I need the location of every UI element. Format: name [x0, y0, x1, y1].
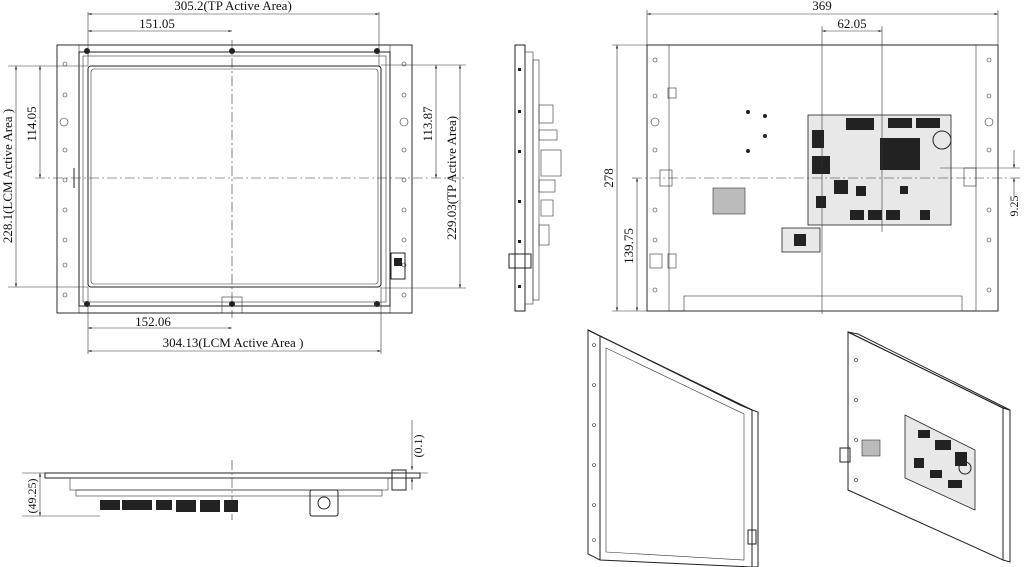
rear-dimensions: 369 62.05 278 139.75 9.25	[601, 0, 1021, 314]
front-dimensions: 305.2(TP Active Area) 151.05 228.1(LCM A…	[0, 0, 466, 354]
depth-gap-label: (0.1)	[411, 435, 425, 458]
lcm-height-label: 228.1(LCM Active Area )	[0, 109, 15, 243]
rear-offset-label: 62.05	[837, 16, 866, 31]
upper-half-right-label: 113.87	[420, 106, 435, 142]
top-half-label: 151.05	[139, 16, 175, 31]
rear-lower-label: 139.75	[621, 228, 636, 264]
lcm-width-label: 304.13(LCM Active Area )	[163, 335, 304, 350]
upper-half-left-label: 114.05	[24, 106, 39, 141]
rear-height-label: 278	[601, 168, 616, 188]
rear-right-label: 9.25	[1007, 196, 1021, 217]
bottom-half-label: 152.06	[135, 314, 171, 329]
iso-front-view	[587, 329, 759, 567]
side-view	[508, 44, 562, 312]
iso-rear-view	[839, 331, 1011, 563]
rear-view	[646, 44, 999, 312]
tp-width-label: 305.2(TP Active Area)	[174, 0, 292, 13]
tp-height-label: 229.03(TP Active Area)	[444, 116, 459, 240]
rear-width-label: 369	[812, 0, 832, 13]
depth-total-label: (49.25)	[25, 479, 39, 514]
front-view	[35, 40, 466, 318]
bottom-view	[44, 460, 421, 520]
bottom-dimensions: (0.1) (49.25)	[22, 420, 428, 517]
